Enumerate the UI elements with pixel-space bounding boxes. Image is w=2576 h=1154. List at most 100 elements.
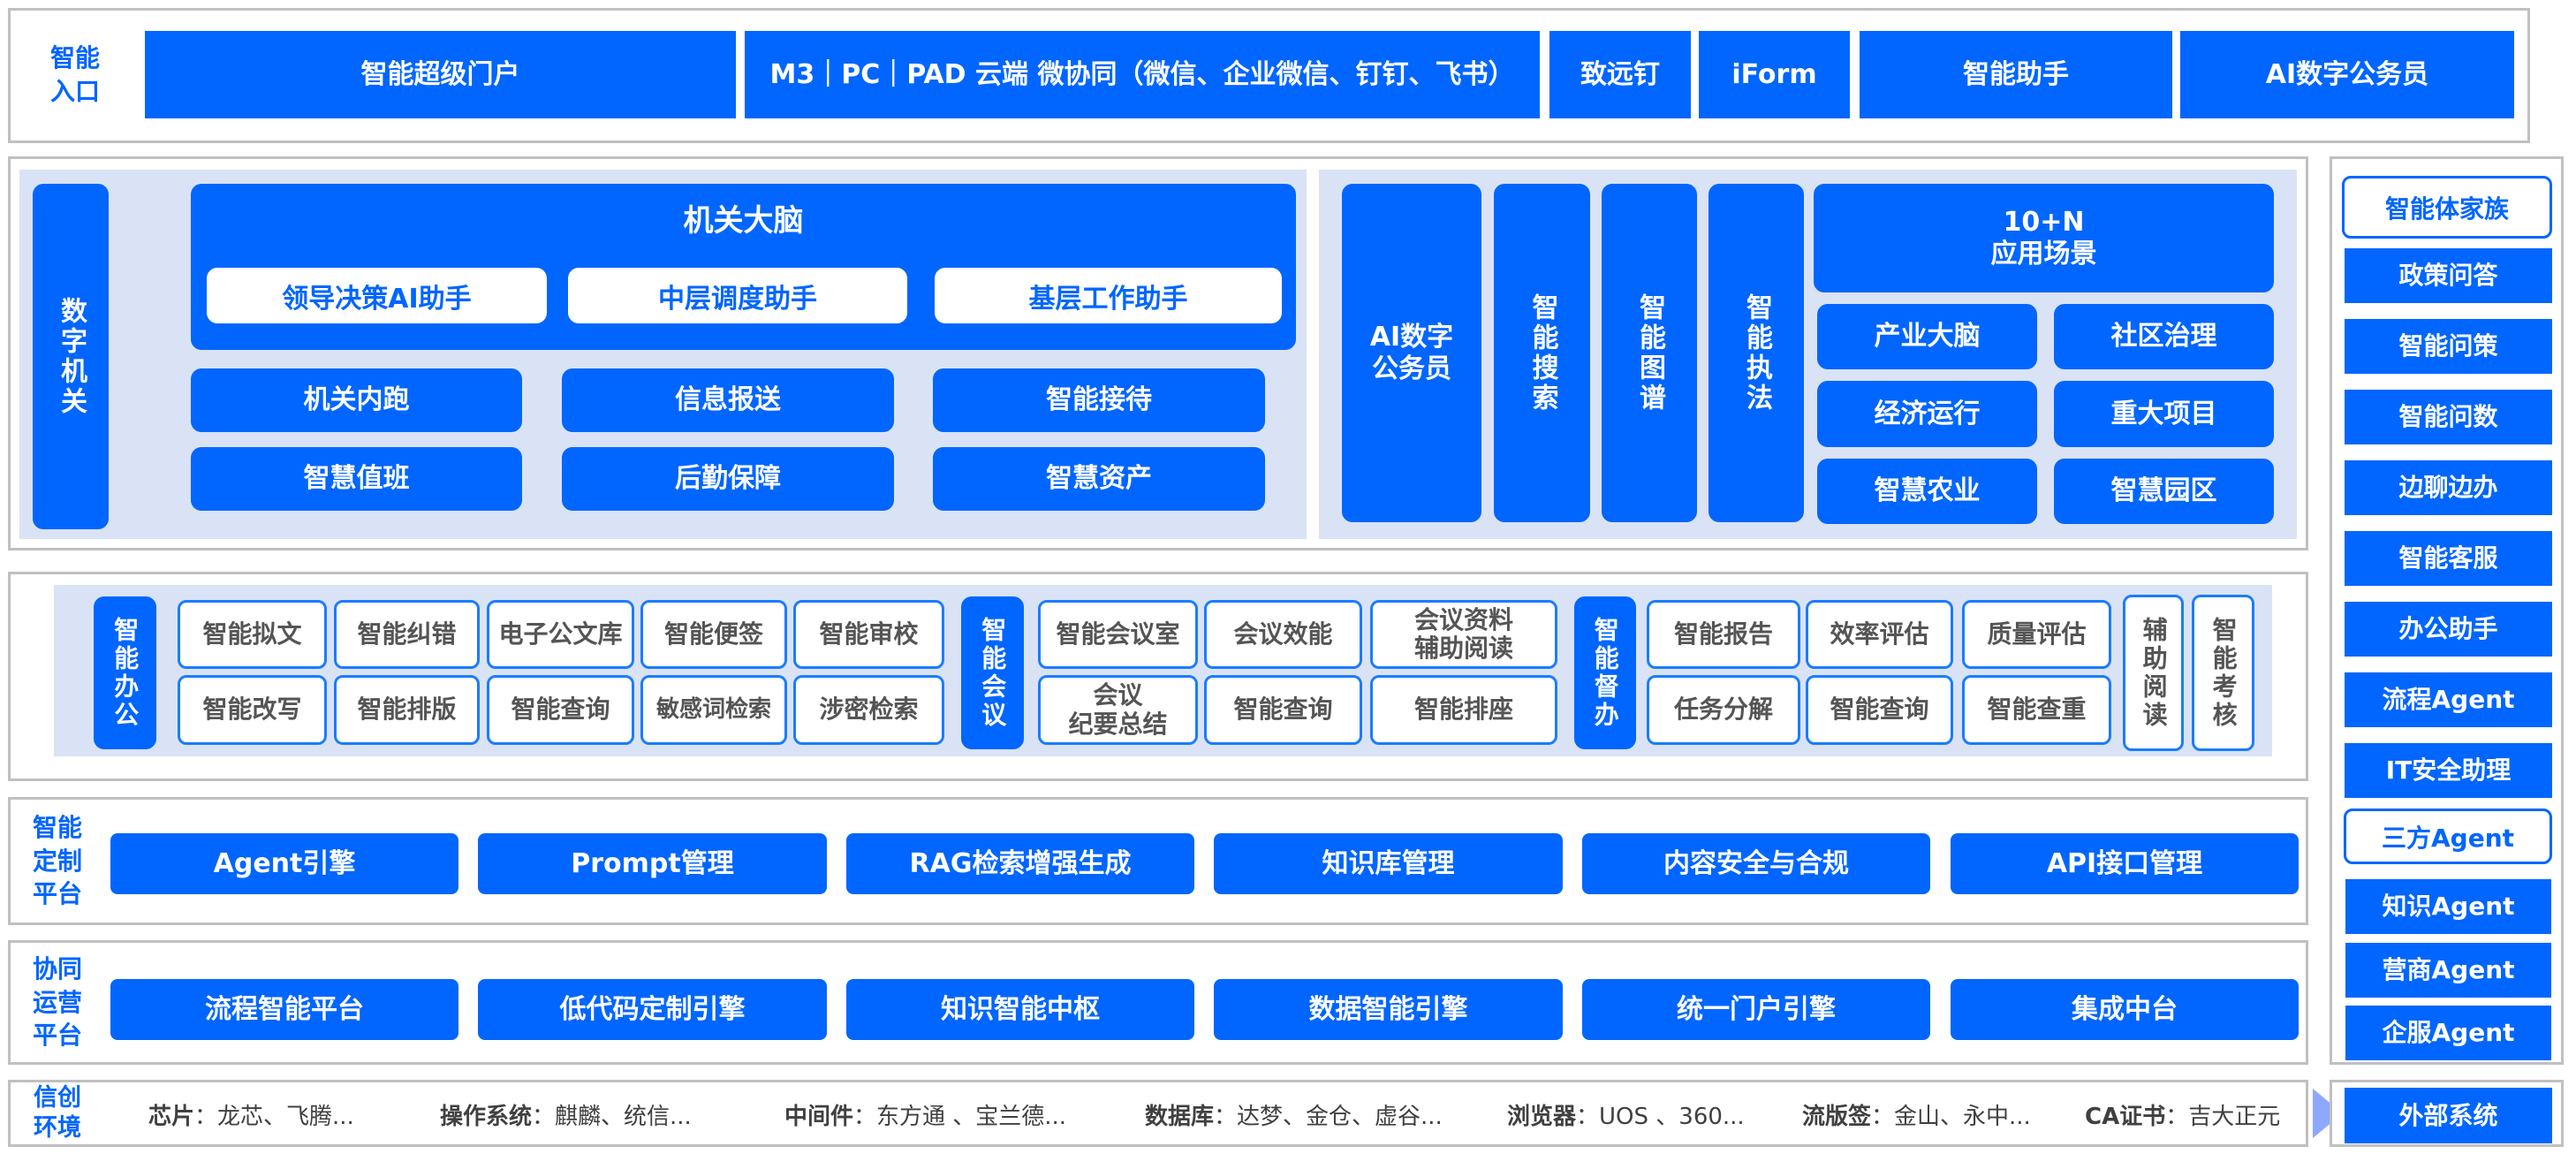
pillar-graph[interactable]: 智能图谱	[1602, 184, 1697, 522]
ops-item[interactable]: 知识智能中枢	[846, 979, 1194, 1040]
entry-label: 智能 入口	[49, 42, 100, 106]
supervise-item[interactable]: 质量评估	[1962, 600, 2111, 669]
xc-value: ：吉大正元	[2165, 1104, 2281, 1130]
supervise-item[interactable]: 智能查重	[1962, 675, 2111, 745]
assistant-middle[interactable]: 中层调度助手	[568, 268, 907, 323]
org-app[interactable]: 智能接待	[933, 368, 1265, 432]
entry-portal[interactable]: 智能超级门户	[145, 31, 736, 118]
meeting-item[interactable]: 智能查询	[1204, 675, 1362, 745]
office-item[interactable]: 智能纠错	[334, 600, 480, 669]
scenario-item[interactable]: 智慧农业	[1817, 459, 2037, 524]
supervise-item[interactable]: 智能报告	[1647, 600, 1800, 669]
agent-item[interactable]: 边聊边办	[2345, 460, 2552, 515]
supervise-item[interactable]: 智能查询	[1806, 675, 1953, 745]
ops-item[interactable]: 数据智能引擎	[1214, 979, 1563, 1040]
agent-item[interactable]: IT安全助理	[2345, 743, 2552, 798]
pillar-law[interactable]: 智能执法	[1708, 184, 1804, 522]
office-item[interactable]: 智能拟文	[178, 600, 327, 669]
office-item[interactable]: 智能审校	[793, 600, 944, 669]
custom-item[interactable]: Agent引擎	[110, 833, 458, 894]
agent-item[interactable]: 智能客服	[2345, 531, 2552, 586]
custom-item[interactable]: 内容安全与合规	[1582, 833, 1930, 894]
xinchuang-item: 中间件：东方通 、宝兰德...	[784, 1098, 1066, 1131]
agent-item[interactable]: 营商Agent	[2345, 943, 2551, 998]
office-item[interactable]: 智能查询	[487, 675, 634, 745]
scenario-item[interactable]: 经济运行	[1817, 381, 2037, 447]
meeting-item[interactable]: 智能会议室	[1038, 600, 1198, 669]
agent-item[interactable]: 流程Agent	[2345, 672, 2552, 727]
ops-item[interactable]: 低代码定制引擎	[478, 979, 827, 1040]
scenario-item[interactable]: 重大项目	[2054, 381, 2274, 447]
office-item[interactable]: 敏感词检索	[640, 675, 787, 745]
xinchuang-section	[8, 1080, 2308, 1147]
custom-item[interactable]: API接口管理	[1951, 833, 2299, 894]
third-party-agent-title: 三方Agent	[2344, 809, 2552, 864]
entry-ai-civil-servant[interactable]: AI数字公务员	[2180, 31, 2514, 118]
meeting-item[interactable]: 会议资料 辅助阅读	[1370, 600, 1557, 669]
agent-item[interactable]: 智能问数	[2345, 390, 2552, 444]
office-item[interactable]: 智能改写	[178, 675, 327, 745]
supervise-item[interactable]: 效率评估	[1806, 600, 1953, 669]
xc-value: ：UOS 、360...	[1576, 1104, 1745, 1130]
meeting-item[interactable]: 会议效能	[1204, 600, 1362, 669]
xc-value: ：达梦、金仓、虚谷...	[1214, 1104, 1443, 1130]
xc-value: ：东方通 、宝兰德...	[853, 1104, 1067, 1130]
pillar-label: AI数字公务员	[1369, 321, 1454, 384]
xinchuang-item: 操作系统：麒麟、统信...	[440, 1098, 692, 1131]
xinchuang-item: 数据库：达梦、金仓、虚谷...	[1145, 1098, 1443, 1131]
pillar-search[interactable]: 智能搜索	[1494, 184, 1590, 522]
xc-key: CA证书	[2085, 1104, 2166, 1130]
org-app[interactable]: 机关内跑	[191, 368, 522, 432]
smart-assessment[interactable]: 智能考核	[2192, 595, 2254, 751]
agent-family-title: 智能体家族	[2342, 176, 2552, 239]
org-brain-title: 机关大脑	[683, 203, 804, 239]
custom-item[interactable]: 知识库管理	[1214, 833, 1563, 894]
office-item[interactable]: 智能排版	[334, 675, 480, 745]
org-app[interactable]: 智慧资产	[933, 447, 1265, 511]
agent-item[interactable]: 办公助手	[2345, 602, 2552, 657]
ops-item[interactable]: 流程智能平台	[110, 979, 458, 1040]
xinchuang-label: 信创 环境	[34, 1084, 81, 1142]
org-app[interactable]: 智慧值班	[191, 447, 522, 511]
custom-item[interactable]: Prompt管理	[478, 833, 827, 894]
meeting-item[interactable]: 智能排座	[1370, 675, 1557, 745]
supervise-label: 智能督办	[1574, 596, 1636, 749]
xc-key: 流版签	[1802, 1104, 1872, 1130]
assistant-leader[interactable]: 领导决策AI助手	[207, 268, 547, 323]
agent-item[interactable]: 企服Agent	[2345, 1006, 2551, 1060]
org-app[interactable]: 后勤保障	[562, 447, 894, 511]
ops-item[interactable]: 统一门户引擎	[1582, 979, 1930, 1040]
agent-item[interactable]: 智能问策	[2345, 319, 2552, 374]
external-system-button[interactable]: 外部系统	[2345, 1088, 2552, 1143]
meeting-item[interactable]: 会议 纪要总结	[1038, 675, 1198, 745]
scenario-item[interactable]: 智慧园区	[2054, 459, 2274, 524]
assistant-base[interactable]: 基层工作助手	[935, 268, 1282, 323]
xc-key: 浏览器	[1507, 1104, 1577, 1130]
entry-assistant[interactable]: 智能助手	[1860, 31, 2172, 118]
supervise-item[interactable]: 任务分解	[1647, 675, 1800, 745]
scenario-item[interactable]: 社区治理	[2054, 304, 2274, 369]
agent-item[interactable]: 政策问答	[2345, 248, 2552, 303]
scenario-item[interactable]: 产业大脑	[1817, 304, 2037, 369]
scenario-title: 10+N 应用场景	[1814, 184, 2274, 292]
assist-reading[interactable]: 辅助阅读	[2123, 595, 2184, 751]
entry-zhiyuanding[interactable]: 致远钉	[1549, 31, 1691, 118]
xc-key: 芯片	[148, 1104, 195, 1130]
pillar-ai-civil-servant[interactable]: AI数字公务员	[1342, 184, 1481, 522]
xc-value: ：龙芯、飞腾...	[194, 1104, 354, 1130]
office-label: 智能办公	[94, 596, 156, 749]
xc-value: ：金山、永中...	[1871, 1104, 2031, 1130]
office-item[interactable]: 智能便签	[640, 600, 787, 669]
office-item[interactable]: 涉密检索	[793, 675, 944, 745]
custom-item[interactable]: RAG检索增强生成	[846, 833, 1194, 894]
digital-org-label: 数字机关	[33, 184, 109, 529]
office-item[interactable]: 电子公文库	[487, 600, 634, 669]
org-app[interactable]: 信息报送	[562, 368, 894, 432]
entry-iform[interactable]: iForm	[1699, 31, 1850, 118]
entry-multi-terminal[interactable]: M3｜PC｜PAD 云端 微协同（微信、企业微信、钉钉、飞书）	[745, 31, 1540, 118]
ops-item[interactable]: 集成中台	[1951, 979, 2299, 1040]
xinchuang-item: 芯片：龙芯、飞腾...	[148, 1098, 354, 1131]
xc-key: 数据库	[1145, 1104, 1215, 1130]
custom-platform-label: 智能 定制 平台	[32, 812, 82, 909]
agent-item[interactable]: 知识Agent	[2345, 879, 2551, 934]
